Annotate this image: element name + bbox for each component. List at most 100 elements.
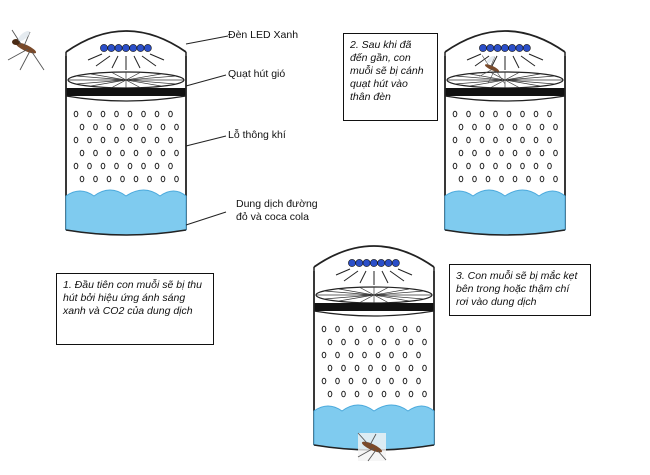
led-bulb — [107, 44, 116, 52]
vent-hole — [520, 110, 525, 118]
vent-hole — [452, 110, 458, 118]
mosquito-icon — [357, 432, 387, 462]
vent-hole — [452, 136, 458, 144]
vent-hole — [479, 136, 485, 144]
vent-hole — [335, 325, 340, 333]
vent-hole — [154, 136, 160, 144]
step-2-box: 2. Sau khi đã đến gần, con muỗi sẽ bị cá… — [343, 33, 438, 121]
vent-hole — [120, 123, 125, 131]
vent-hole — [93, 175, 98, 183]
vent-hole — [174, 149, 179, 157]
led-bulb — [493, 44, 502, 52]
vent-hole — [114, 136, 119, 144]
vent-hole — [499, 123, 504, 131]
vent-hole — [547, 162, 552, 170]
vent-hole — [327, 390, 333, 398]
led-bulb — [100, 44, 108, 52]
vent-hole — [402, 377, 408, 385]
fan-label: Quạt hút gió — [228, 68, 286, 80]
vent-hole — [348, 377, 354, 385]
vent-hole — [73, 110, 79, 118]
vent-hole — [395, 390, 400, 398]
led-bulb — [369, 259, 378, 267]
vent-hole — [499, 149, 504, 157]
vent-hole — [493, 162, 498, 170]
vent-hole — [416, 351, 421, 359]
vent-hole — [100, 110, 106, 118]
vent-hole — [493, 110, 498, 118]
vent-hole — [466, 136, 471, 144]
step-3-box: 3. Con muỗi sẽ bị mắc kẹt bên trong hoặc… — [449, 264, 591, 316]
vent-hole — [479, 162, 485, 170]
vent-hole — [416, 325, 421, 333]
vent-hole — [73, 136, 79, 144]
vent-hole — [354, 390, 360, 398]
vent-hole — [553, 123, 558, 131]
led-bulb — [348, 259, 356, 267]
vent-hole — [114, 110, 119, 118]
vent-hole — [466, 110, 471, 118]
step-1-box: 1. Đầu tiên con muỗi sẽ bị thu hút bởi h… — [56, 273, 214, 345]
vent-hole — [327, 338, 333, 346]
vent-hole — [389, 351, 394, 359]
led-bulb — [355, 259, 364, 267]
vent-hole — [127, 162, 133, 170]
vent-hole — [512, 123, 518, 131]
vent-hole — [402, 351, 408, 359]
vent-hole — [73, 162, 79, 170]
vent-hole — [458, 175, 464, 183]
vent-hole — [472, 123, 477, 131]
mosquito-icon — [479, 55, 505, 84]
vent-hole — [93, 149, 98, 157]
vent-hole — [348, 351, 354, 359]
vent-hole — [499, 175, 504, 183]
vent-hole — [341, 390, 346, 398]
vent-hole — [539, 149, 545, 157]
vent-hole — [87, 110, 92, 118]
vent-hole — [174, 123, 179, 131]
led-bulb — [486, 44, 495, 52]
led-bulb — [143, 44, 152, 52]
vent-hole — [327, 364, 333, 372]
vent-hole — [133, 123, 139, 131]
vent-label: Lỗ thông khí — [228, 129, 286, 141]
vent-hole — [381, 364, 387, 372]
vent-hole — [127, 136, 133, 144]
vent-hole — [368, 364, 373, 372]
vent-hole — [375, 351, 381, 359]
vent-hole — [354, 364, 360, 372]
vent-hole — [512, 175, 518, 183]
led-bulb — [508, 44, 517, 52]
vent-hole — [375, 377, 381, 385]
vent-hole — [154, 162, 160, 170]
vent-hole — [335, 351, 340, 359]
vent-hole — [452, 162, 458, 170]
vent-hole — [79, 149, 85, 157]
led-bulb — [500, 44, 509, 52]
vent-hole — [114, 162, 119, 170]
vent-hole — [533, 136, 539, 144]
vent-hole — [174, 175, 179, 183]
vent-hole — [506, 162, 512, 170]
vent-hole — [120, 149, 125, 157]
led-bulb — [114, 44, 123, 52]
leader-lines — [185, 35, 229, 226]
led-bulb — [384, 259, 393, 267]
vent-hole — [416, 377, 421, 385]
vent-hole — [506, 136, 512, 144]
vent-hole — [402, 325, 408, 333]
vent-hole — [141, 136, 146, 144]
vent-hole — [533, 110, 539, 118]
vent-hole — [520, 162, 525, 170]
vent-hole — [408, 364, 414, 372]
vent-hole — [362, 325, 367, 333]
vent-hole — [493, 136, 498, 144]
vent-hole — [160, 149, 166, 157]
vent-hole — [472, 175, 477, 183]
vent-hole — [422, 390, 427, 398]
led-bulb — [129, 44, 138, 52]
vent-hole — [533, 162, 539, 170]
vent-hole — [466, 162, 471, 170]
mosquito-icon — [7, 29, 45, 71]
vent-hole — [458, 123, 464, 131]
